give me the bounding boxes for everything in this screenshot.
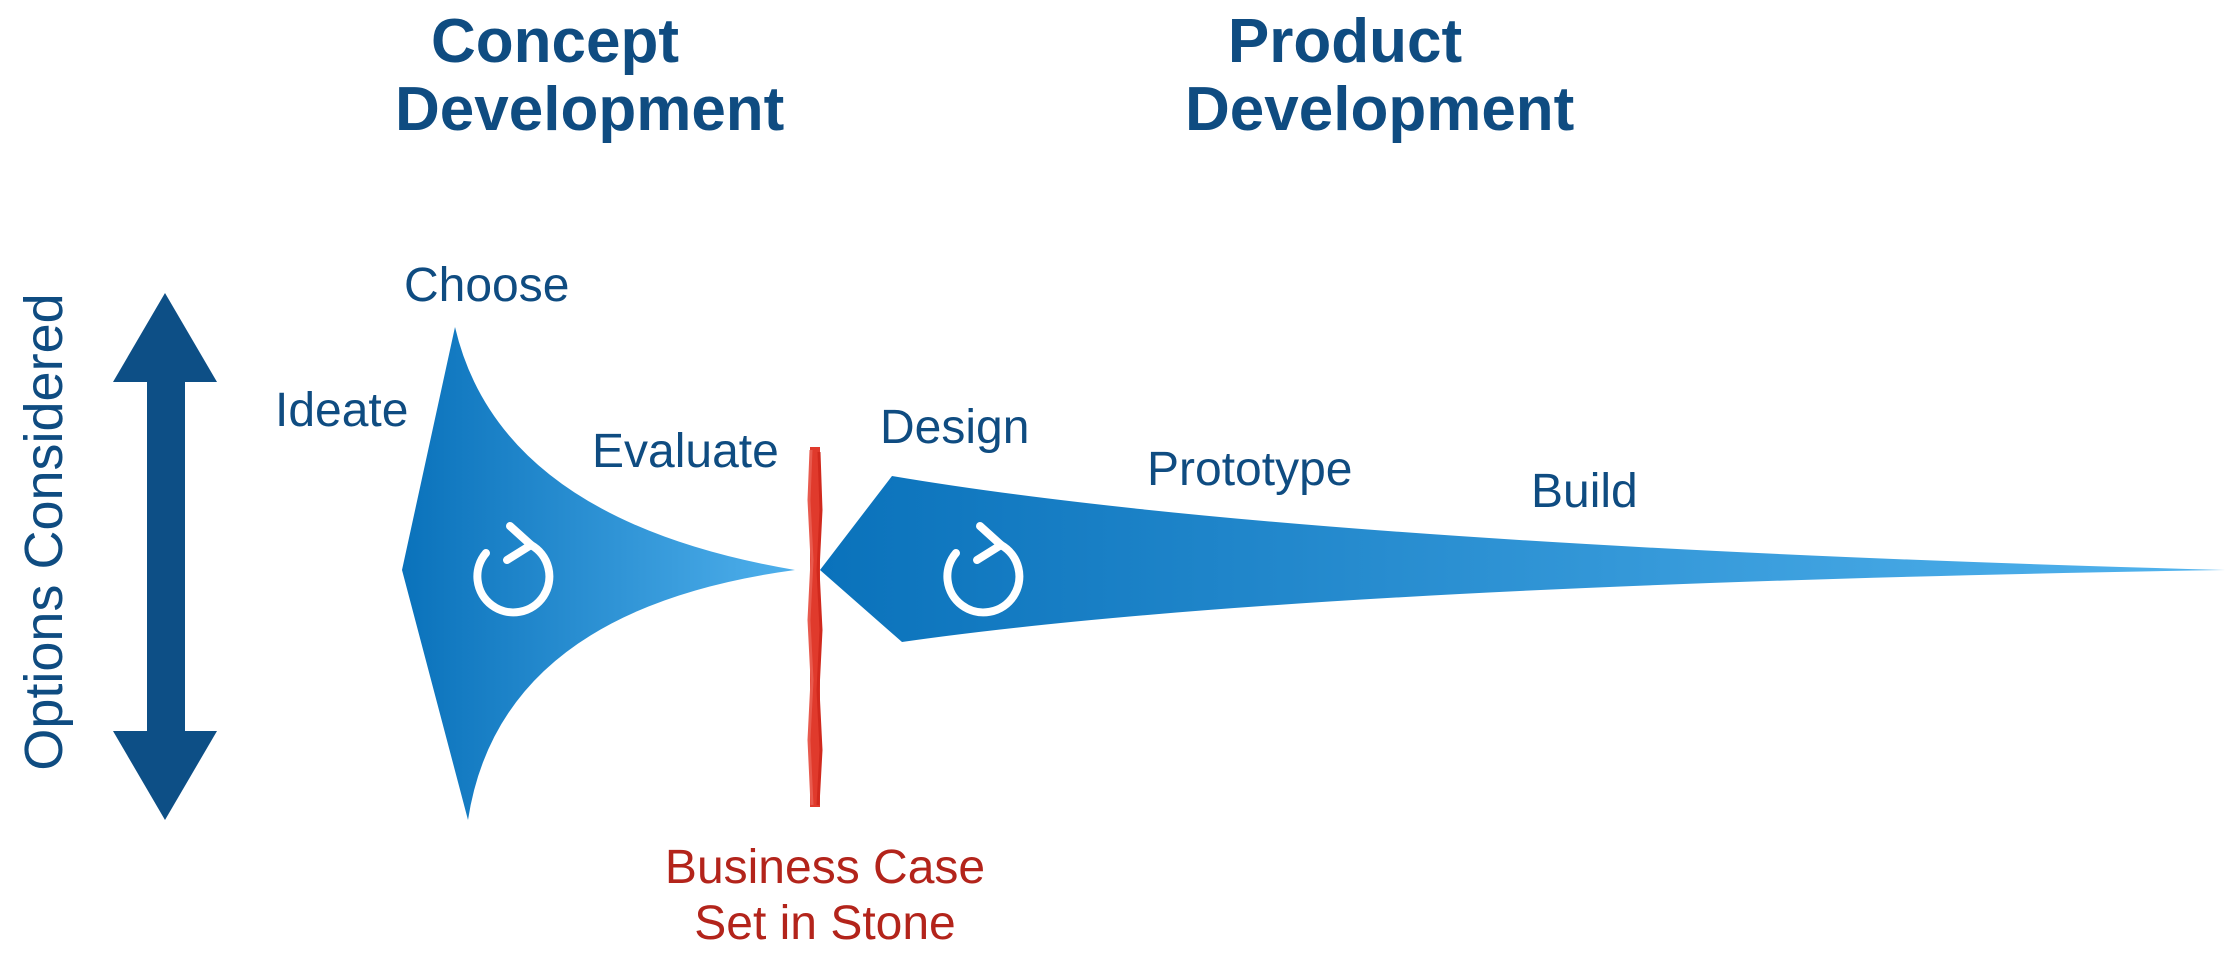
refresh-icon bbox=[473, 522, 554, 617]
business-case-label: Business Case Set in Stone bbox=[625, 840, 1025, 952]
double-vertical-arrow-icon bbox=[113, 293, 217, 820]
step-build: Build bbox=[1531, 465, 1638, 518]
concept-heading-line1: Concept bbox=[431, 7, 679, 76]
gate-label-line1: Business Case bbox=[664, 841, 986, 894]
concept-development-shape bbox=[402, 327, 795, 820]
step-choose: Choose bbox=[404, 259, 570, 312]
gate-label-line2: Set in Stone bbox=[694, 897, 956, 950]
step-evaluate: Evaluate bbox=[592, 425, 779, 478]
step-ideate: Ideate bbox=[275, 384, 409, 437]
business-case-gate-line bbox=[807, 447, 823, 807]
refresh-icon bbox=[943, 522, 1024, 617]
step-design: Design bbox=[880, 401, 1030, 454]
options-considered-label: Options Considered bbox=[14, 293, 74, 771]
product-heading-line1: Product bbox=[1227, 7, 1463, 76]
step-prototype: Prototype bbox=[1147, 443, 1353, 496]
product-development-shape bbox=[820, 476, 2225, 642]
